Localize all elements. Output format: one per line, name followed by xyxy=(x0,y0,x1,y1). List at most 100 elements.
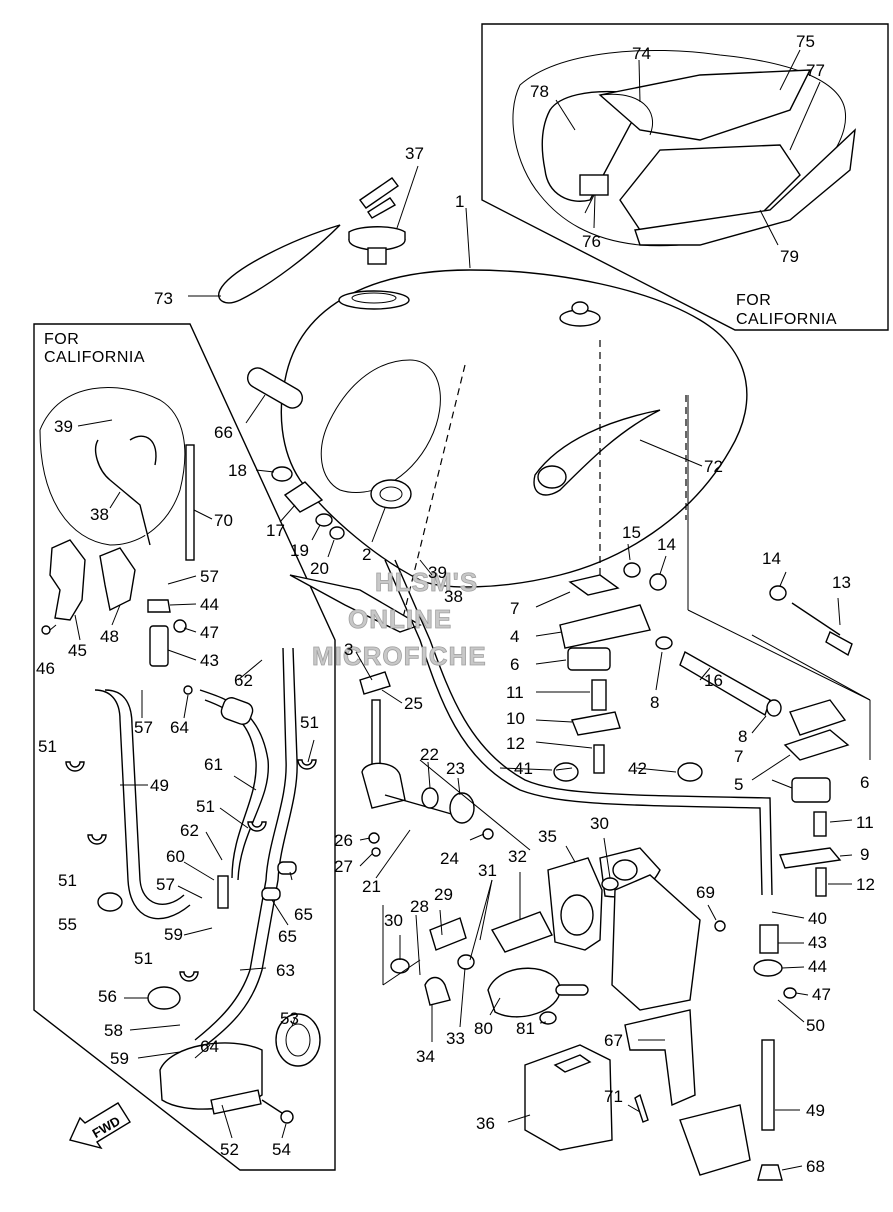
callout-57c: 57 xyxy=(156,875,175,894)
callout-76: 76 xyxy=(582,232,601,251)
watermark-line2: ONLINE xyxy=(348,604,452,634)
callout-41: 41 xyxy=(514,759,533,778)
fuel-cap xyxy=(348,177,406,265)
callout-51e: 51 xyxy=(134,949,153,968)
fwd-arrow: FWD xyxy=(69,1102,131,1150)
callout-32: 32 xyxy=(508,847,527,866)
callout-30a: 30 xyxy=(384,911,403,930)
callout-57b: 57 xyxy=(134,718,153,737)
callout-8a: 8 xyxy=(650,693,659,712)
watermark: HLSM'S ONLINE MICROFICHE xyxy=(312,567,487,672)
callout-43b: 43 xyxy=(808,933,827,952)
callout-47a: 47 xyxy=(200,623,219,642)
inset-top-california: FOR CALIFORNIA xyxy=(481,23,889,331)
callout-14a: 14 xyxy=(657,535,676,554)
callout-55: 55 xyxy=(58,915,77,934)
callout-58: 58 xyxy=(104,1021,123,1040)
fuel-tank xyxy=(280,269,748,631)
watermark-line3: MICROFICHE xyxy=(312,641,487,671)
heat-shield xyxy=(289,574,422,633)
callout-40: 40 xyxy=(808,909,827,928)
fuel-pump-group xyxy=(382,759,661,1025)
callout-8b: 8 xyxy=(738,727,747,746)
callout-13: 13 xyxy=(832,573,851,592)
callout-78: 78 xyxy=(530,82,549,101)
callout-74: 74 xyxy=(632,44,651,63)
callout-6b: 6 xyxy=(860,773,869,792)
callout-17: 17 xyxy=(266,521,285,540)
callout-26: 26 xyxy=(334,831,353,850)
callout-71: 71 xyxy=(604,1087,623,1106)
callout-24: 24 xyxy=(440,849,459,868)
callout-4: 4 xyxy=(510,627,519,646)
callout-51d: 51 xyxy=(196,797,215,816)
callout-18: 18 xyxy=(228,461,247,480)
callout-45: 45 xyxy=(68,641,87,660)
callout-65b: 65 xyxy=(278,927,297,946)
callout-3: 3 xyxy=(344,640,353,659)
callout-63: 63 xyxy=(276,961,295,980)
callout-79: 79 xyxy=(780,247,799,266)
callout-35: 35 xyxy=(538,827,557,846)
callout-73: 73 xyxy=(154,289,173,308)
callout-33: 33 xyxy=(446,1029,465,1048)
callout-51c: 51 xyxy=(300,713,319,732)
callout-22: 22 xyxy=(420,745,439,764)
knee-pad xyxy=(218,224,341,304)
callout-51b: 51 xyxy=(58,871,77,890)
callout-16: 16 xyxy=(704,671,723,690)
callout-7b: 7 xyxy=(734,747,743,766)
callout-25: 25 xyxy=(404,694,423,713)
callout-29: 29 xyxy=(434,885,453,904)
callout-56: 56 xyxy=(98,987,117,1006)
callout-14b: 14 xyxy=(762,549,781,568)
callout-52: 52 xyxy=(220,1140,239,1159)
callout-53: 53 xyxy=(280,1009,299,1028)
callout-34: 34 xyxy=(416,1047,435,1066)
callout-49a: 49 xyxy=(150,776,169,795)
callout-38a: 38 xyxy=(90,505,109,524)
callout-75: 75 xyxy=(796,32,815,51)
callout-51a: 51 xyxy=(38,737,57,756)
leader-lines xyxy=(49,165,853,1171)
callout-69: 69 xyxy=(696,883,715,902)
callout-67: 67 xyxy=(604,1031,623,1050)
callout-21: 21 xyxy=(362,877,381,896)
callout-62a: 62 xyxy=(234,671,253,690)
inset-top-label-line1: FOR xyxy=(736,292,771,309)
mount-brackets xyxy=(559,395,871,897)
callout-47b: 47 xyxy=(812,985,831,1004)
callout-59b: 59 xyxy=(110,1049,129,1068)
callout-49b: 49 xyxy=(806,1101,825,1120)
callout-62b: 62 xyxy=(180,821,199,840)
callout-10: 10 xyxy=(506,709,525,728)
watermark-line1: HLSM'S xyxy=(375,567,478,597)
callout-50: 50 xyxy=(806,1016,825,1035)
clamp-42 xyxy=(677,762,703,782)
callout-80: 80 xyxy=(474,1019,493,1038)
inset-left-california: FOR CALIFORNIA xyxy=(33,323,336,1171)
callout-44a: 44 xyxy=(200,595,219,614)
callout-37: 37 xyxy=(405,144,424,163)
callout-15: 15 xyxy=(622,523,641,542)
callout-12a: 12 xyxy=(506,734,525,753)
callout-19: 19 xyxy=(290,541,309,560)
callout-30b: 30 xyxy=(590,814,609,833)
callout-57a: 57 xyxy=(200,567,219,586)
callout-48: 48 xyxy=(100,627,119,646)
callout-43a: 43 xyxy=(200,651,219,670)
canister-right xyxy=(753,924,797,1181)
callout-77: 77 xyxy=(806,61,825,80)
inset-left-label-line1: FOR xyxy=(44,331,79,348)
callout-65a: 65 xyxy=(294,905,313,924)
callout-38b: 38 xyxy=(444,587,463,606)
mount-parts-17-20 xyxy=(271,466,412,540)
callout-2: 2 xyxy=(362,545,371,564)
callout-59a: 59 xyxy=(164,925,183,944)
callout-72: 72 xyxy=(704,457,723,476)
callout-66: 66 xyxy=(214,423,233,442)
inset-top-label-line2: CALIFORNIA xyxy=(736,311,837,328)
callout-68: 68 xyxy=(806,1157,825,1176)
